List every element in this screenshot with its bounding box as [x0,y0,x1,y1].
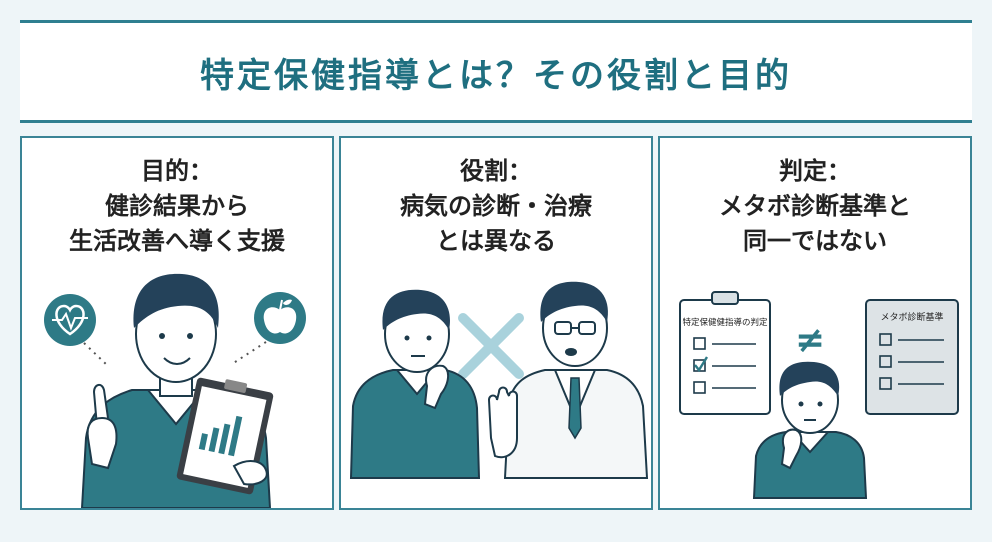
panel-purpose-illustration [44,273,306,508]
checkmark-icon [694,356,709,373]
panel-role-heading-line3: とは異なる [436,227,556,255]
title-banner: 特定保健指導とは？その役割と目的 [20,20,972,123]
title-top-rule [20,20,972,23]
panel-role-illustration [349,281,649,479]
thinking-person-figure [752,361,868,499]
heart-monitor-icon [44,294,96,346]
guidance-clipboard-title: 特定保健健指導の判定 [682,317,768,328]
panel-role-heading: 役割： 病気の診断・治療 とは異なる [341,154,651,259]
panel-purpose-heading-line3: 生活改善へ導く支援 [69,227,285,255]
panel-judgment-heading: 判定： メタボ診断基準と 同一ではない [660,154,970,259]
panel-judgment-heading-line2: メタボ診断基準と [719,192,911,220]
not-equal-icon: ≠ [795,320,825,361]
thinking-person-figure [349,289,481,479]
panel-purpose-heading: 目的： 健診結果から 生活改善へ導く支援 [22,154,332,259]
cross-mark-icon [458,313,524,379]
chart-clipboard [176,377,274,495]
panel-role-heading-line2: 病気の診断・治療 [400,192,592,220]
panel-judgment-heading-line1: 判定： [779,157,851,185]
page-title: 特定保健指導とは？その役割と目的 [200,56,792,96]
panel-purpose: 目的： 健診結果から 生活改善へ導く支援 [20,136,334,510]
panel-purpose-heading-line1: 目的： [141,157,213,185]
panel-role-heading-line1: 役割： [460,157,532,185]
panel-role: 役割： 病気の診断・治療 とは異なる [339,136,653,510]
guidance-clipboard: 特定保健健指導の判定 [679,291,771,415]
panel-purpose-heading-line2: 健診結果から [105,192,249,220]
metabolic-criteria-card: メタボ診断基準 [865,299,959,415]
panel-judgment-illustration: 特定保健健指導の判定 ≠ メタボ診断基準 [679,291,959,499]
apple-icon [254,292,306,344]
panel-judgment: 判定： メタボ診断基準と 同一ではない 特定保健健指導の判定 ≠ メタボ診断基準 [658,136,972,510]
doctor-figure [487,281,649,479]
metabolic-criteria-title: メタボ診断基準 [880,311,943,323]
panel-judgment-heading-line3: 同一ではない [743,227,887,255]
